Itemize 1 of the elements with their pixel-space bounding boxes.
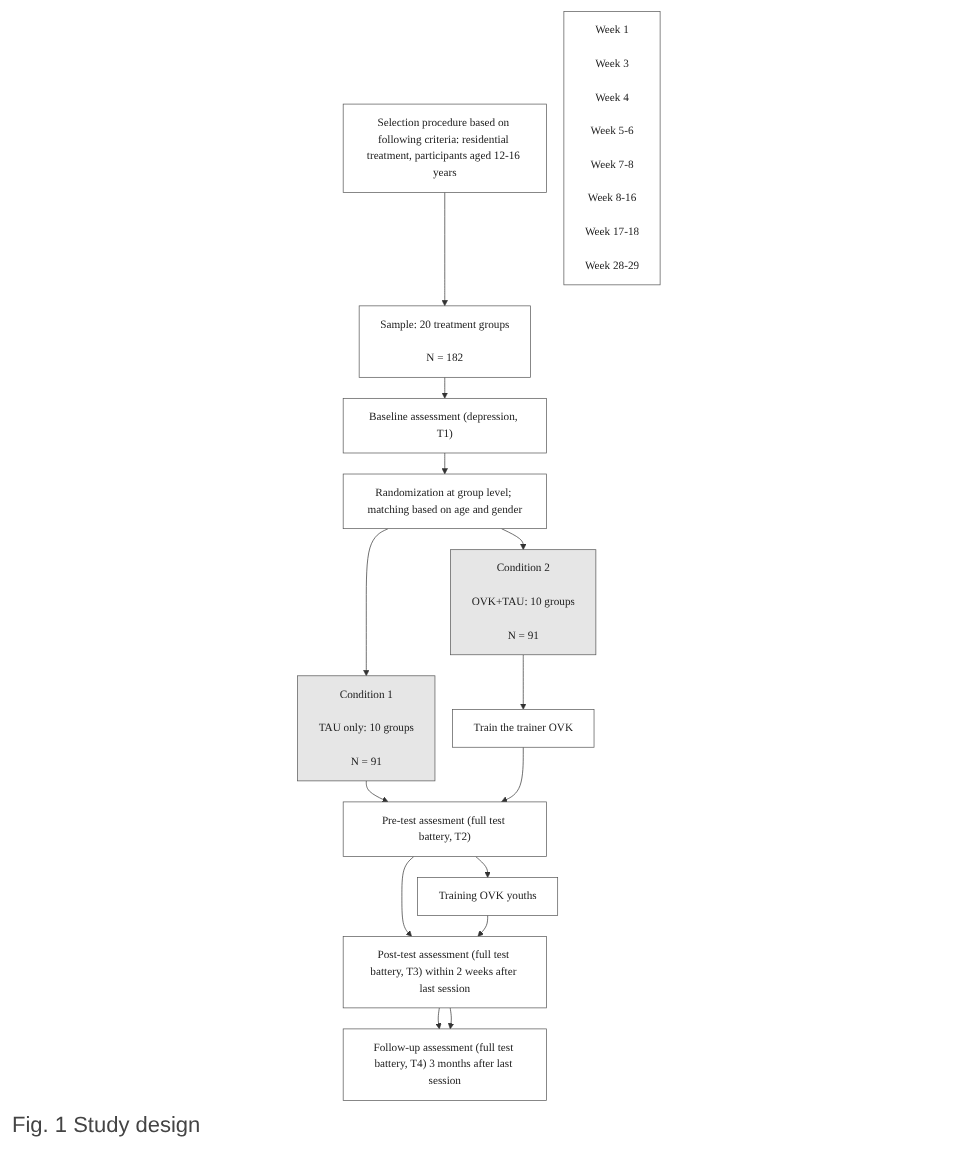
figure-caption: Fig. 1 Study design [10,1112,203,1142]
